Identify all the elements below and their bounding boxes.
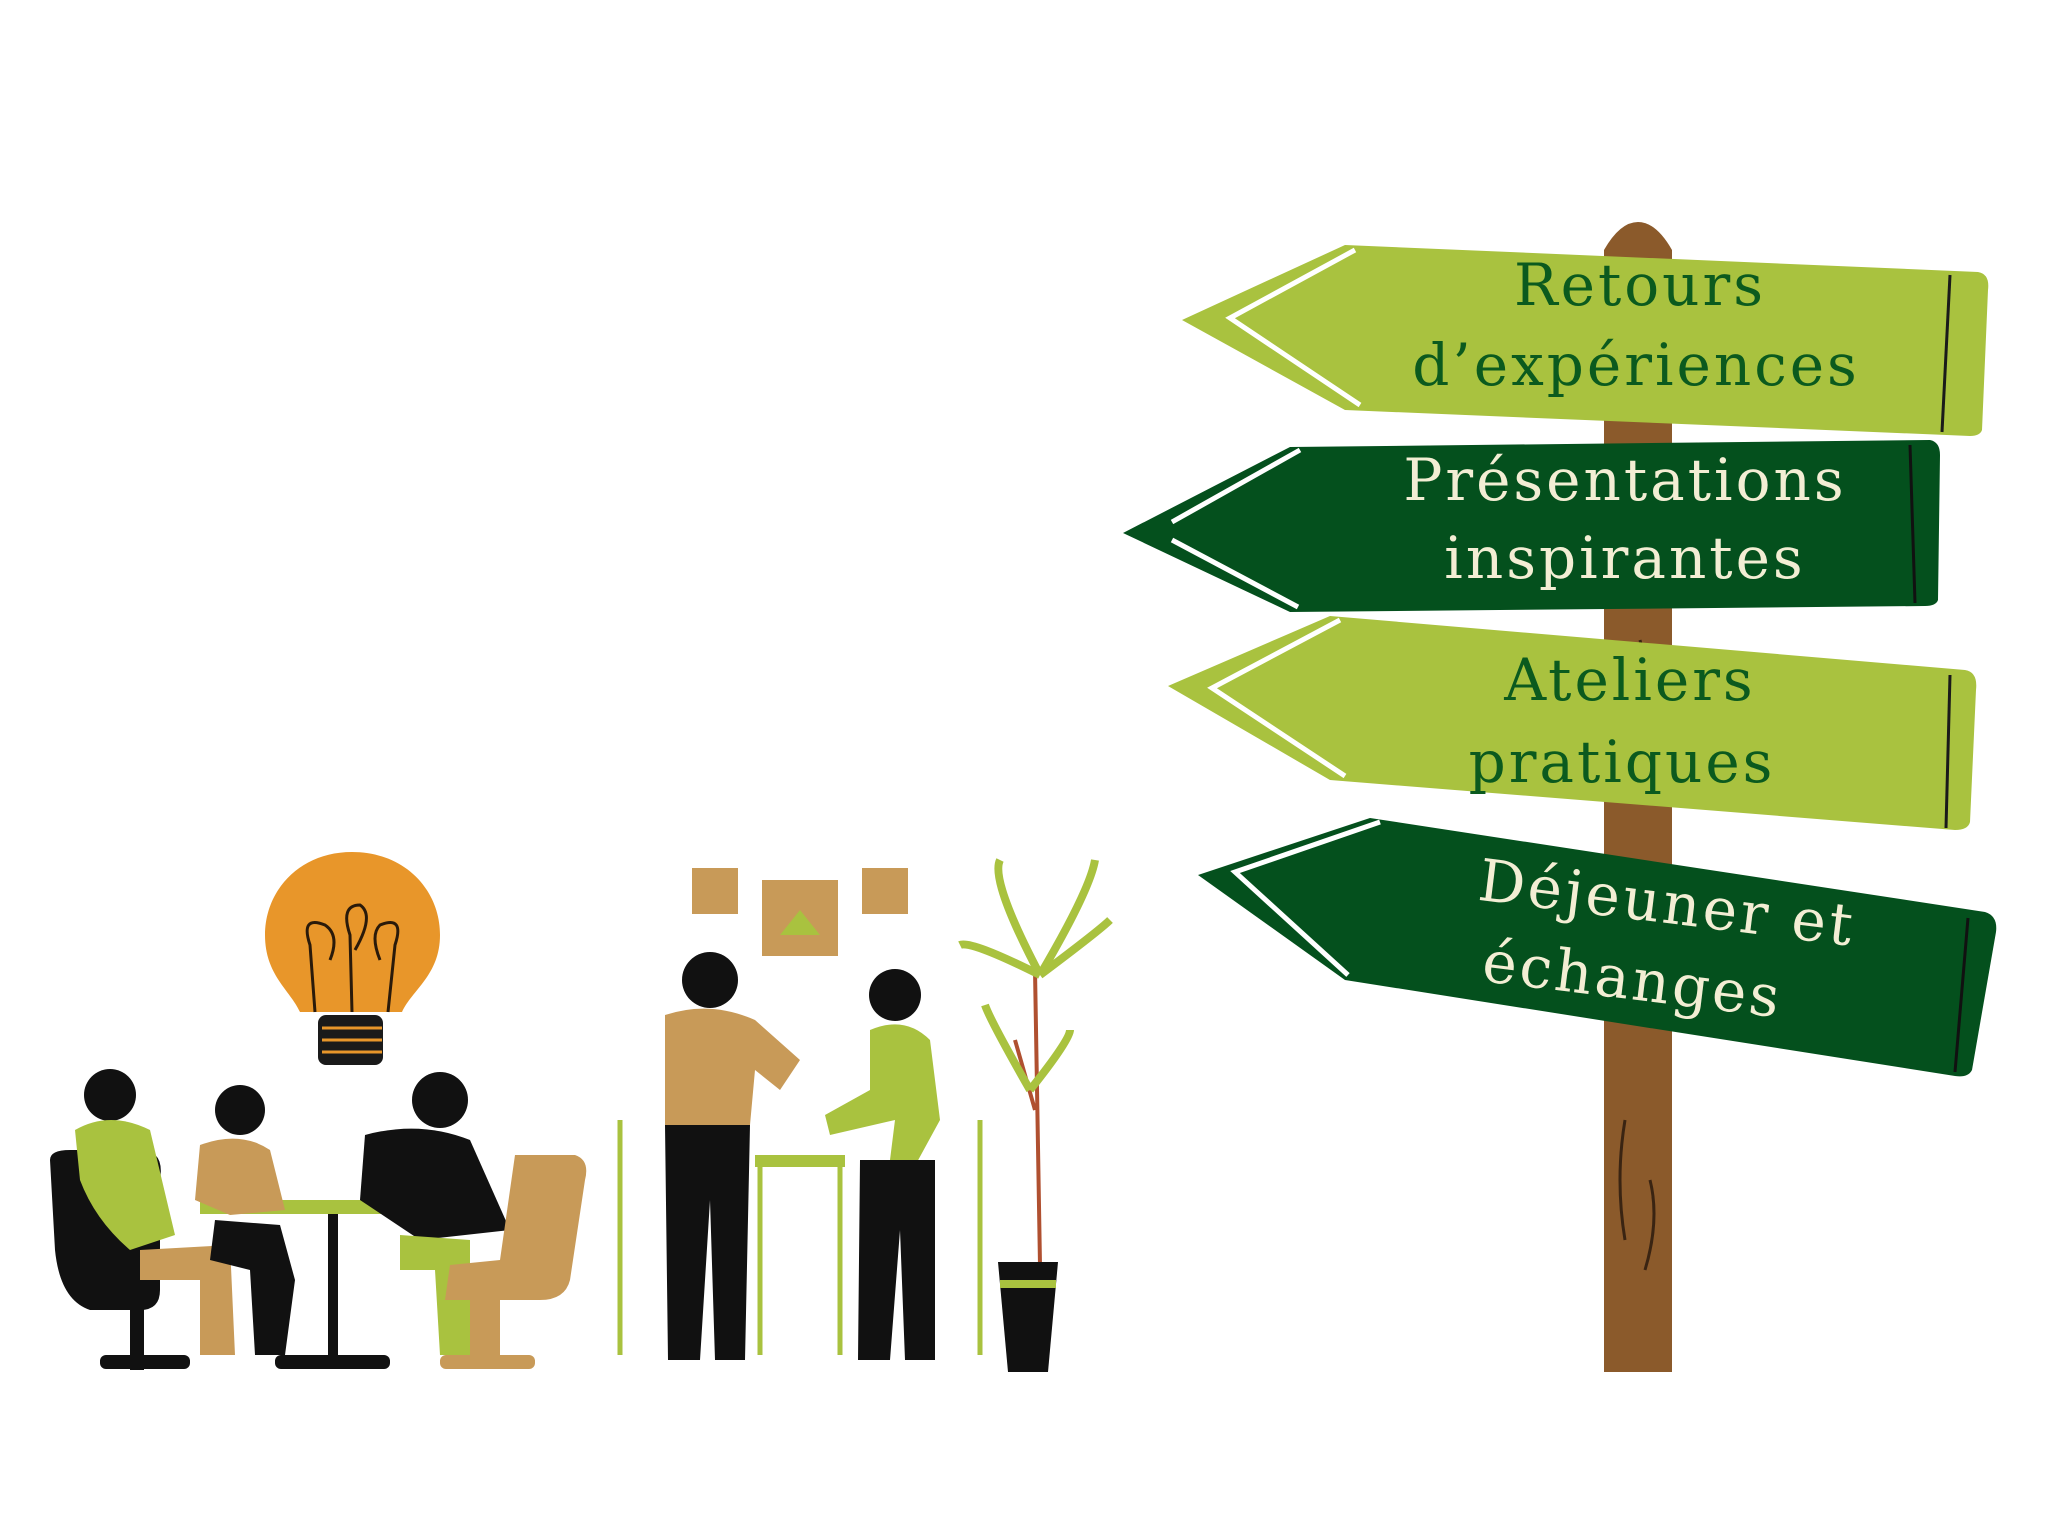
sign-2-line-2: inspirantes: [1444, 524, 1805, 592]
handshake-scene-illustration: [617, 858, 1113, 1372]
meeting-group-illustration: [50, 1069, 587, 1370]
sign-presentations-inspirantes: Présentations inspirantes: [1123, 440, 1940, 612]
sign-ateliers-pratiques: Ateliers pratiques: [1168, 616, 1977, 830]
sign-dejeuner-echanges: Déjeuner et échanges: [1198, 818, 1997, 1077]
lightbulb-icon: [265, 852, 440, 1065]
sign-3-line-1: Ateliers: [1503, 646, 1755, 714]
sign-3-line-2: pratiques: [1469, 728, 1776, 796]
sign-1-line-2: d’expériences: [1412, 331, 1860, 399]
sign-retours-experiences: Retours d’expériences: [1182, 245, 1989, 436]
sign-2-line-1: Présentations: [1403, 446, 1846, 514]
sign-1-line-1: Retours: [1514, 251, 1766, 319]
